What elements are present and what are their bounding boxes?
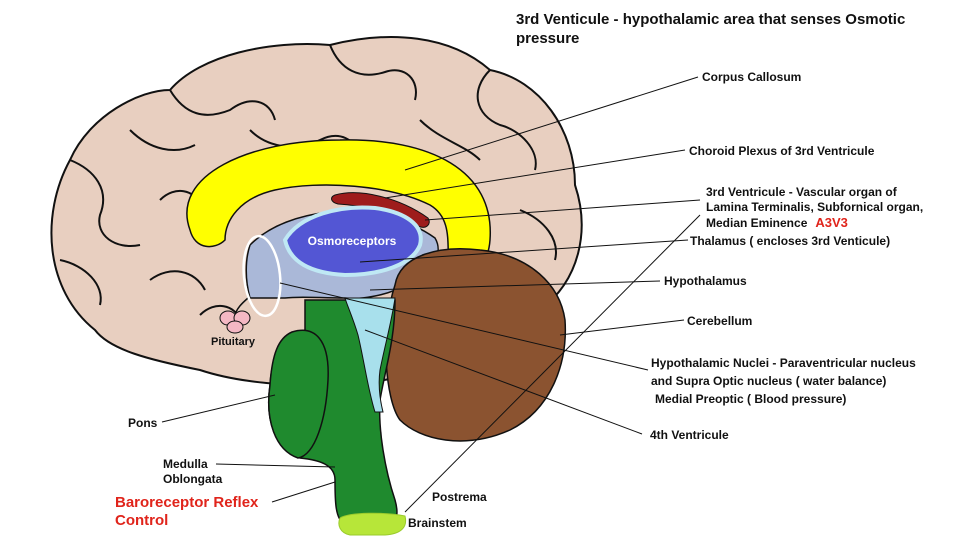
label-medulla: Medulla Oblongata xyxy=(163,457,222,487)
fourth-ventricle xyxy=(344,297,396,413)
label-postrema: Postrema xyxy=(432,490,487,504)
label-pons: Pons xyxy=(128,416,158,430)
label-hypothalamus: Hypothalamus xyxy=(664,274,747,288)
cerebellum xyxy=(385,248,567,442)
third-ventricle-line-1: 3rd Ventricule - Vascular organ of xyxy=(706,185,897,199)
third-ventricle-line-2: Lamina Terminalis, Subfornical organ, xyxy=(706,200,924,214)
baroreceptor-line-1: Baroreceptor Reflex xyxy=(115,494,259,511)
label-corpus-callosum: Corpus Callosum xyxy=(702,70,802,84)
leader-lines xyxy=(161,76,701,513)
label-hypothalamic-nuclei: Hypothalamic Nuclei - Paraventricular nu… xyxy=(651,356,916,407)
nuclei-line-1: Hypothalamic Nuclei - Paraventricular nu… xyxy=(651,356,916,370)
label-brainstem: Brainstem xyxy=(408,516,467,530)
baroreceptor-line-2: Control xyxy=(115,512,169,529)
label-baroreceptor: Baroreceptor Reflex Control xyxy=(115,494,258,530)
brainstem-tip xyxy=(338,512,407,536)
pons xyxy=(268,329,329,459)
osmoreceptors-label: Osmoreceptors xyxy=(308,234,397,248)
third-ventricle-line-3: Median Eminence A3V3 xyxy=(706,215,923,231)
third-ventricle-line-3-text: Median Eminence xyxy=(706,216,808,230)
nuclei-line-3: Medial Preoptic ( Blood pressure) xyxy=(655,392,847,406)
label-thalamus: Thalamus ( encloses 3rd Venticule) xyxy=(690,234,891,248)
medulla-line-1: Medulla xyxy=(163,457,208,471)
lamina-terminalis-highlight xyxy=(242,234,282,318)
third-ventricle xyxy=(282,205,423,278)
pituitary-gland xyxy=(219,297,251,334)
label-cerebellum: Cerebellum xyxy=(687,314,753,328)
medulla-line-2: Oblongata xyxy=(163,472,223,486)
label-fourth-ventricle: 4th Ventricule xyxy=(650,428,729,442)
label-third-ventricle: 3rd Ventricule - Vascular organ of Lamin… xyxy=(706,185,923,231)
label-pituitary: Pituitary xyxy=(211,336,256,348)
label-choroid-plexus: Choroid Plexus of 3rd Ventricule xyxy=(689,144,875,158)
nuclei-line-2: and Supra Optic nucleus ( water balance) xyxy=(651,374,887,388)
diagram-title: 3rd Venticule - hypothalamic area that s… xyxy=(516,11,906,47)
a3v3-label: A3V3 xyxy=(815,215,848,230)
